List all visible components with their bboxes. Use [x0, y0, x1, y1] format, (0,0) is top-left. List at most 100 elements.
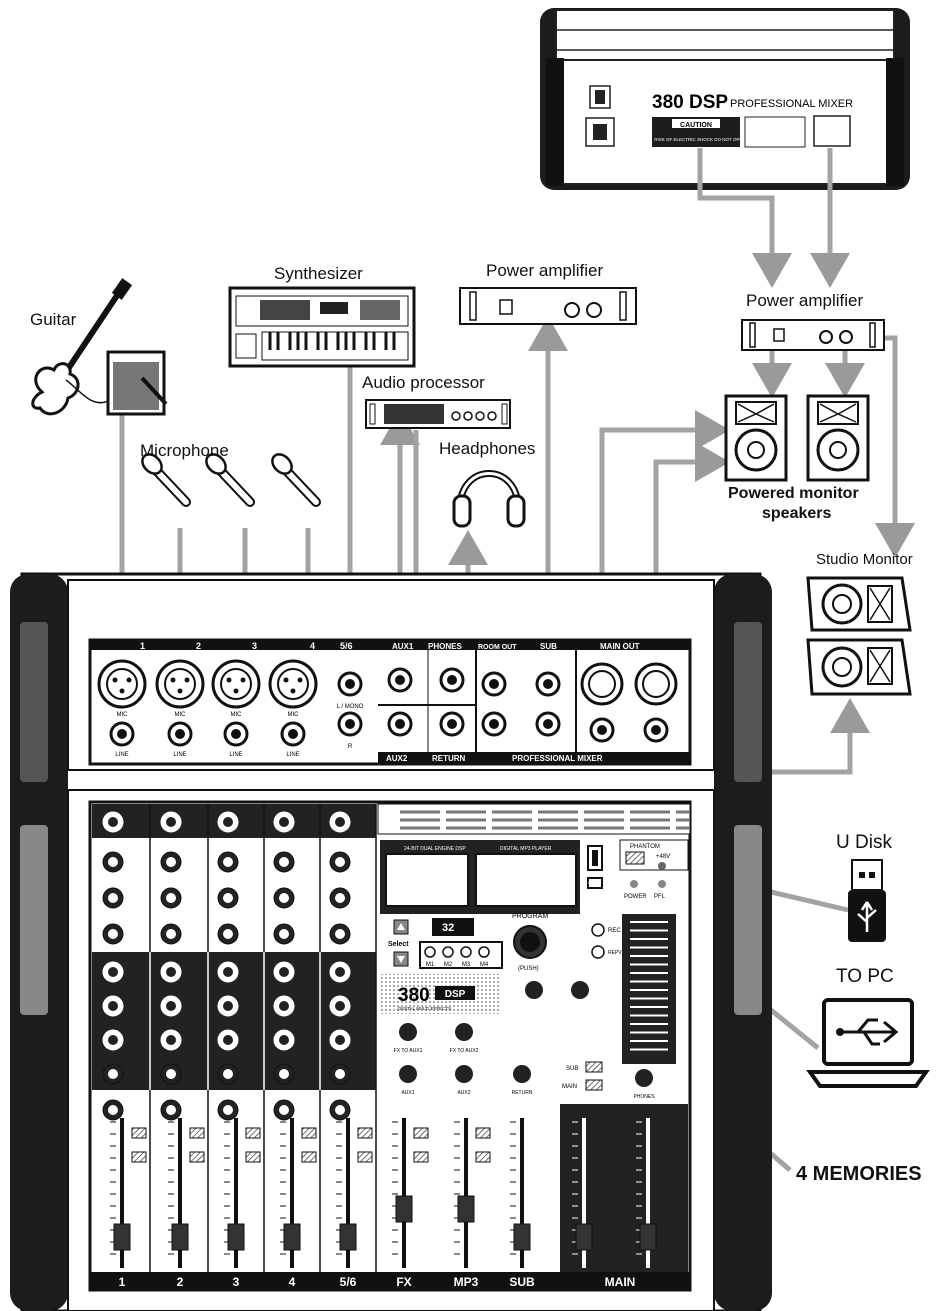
usb-disk-icon: [848, 860, 886, 942]
fader-label: MAIN: [605, 1275, 636, 1289]
powered-monitor-left-icon: [726, 396, 786, 480]
label-to-pc: TO PC: [836, 966, 894, 988]
aux2-master-label: AUX2: [457, 1090, 470, 1096]
fader-knob[interactable]: [284, 1224, 300, 1250]
input-number-2: 2: [196, 641, 201, 651]
phantom-48v-label: +48V: [656, 854, 670, 860]
output-label-main-out: MAIN OUT: [600, 642, 640, 651]
label-powered-monitor-line2: speakers: [762, 505, 831, 523]
memory-label-m3: M3: [462, 962, 471, 968]
label-4-memories: 4 MEMORIES: [796, 1163, 922, 1186]
power-amplifier-right-icon: [742, 320, 884, 350]
output-label-phones: PHONES: [428, 642, 462, 651]
usb-label: USB: [588, 880, 597, 885]
output-label-return: RETURN: [432, 754, 466, 763]
laptop-icon: [810, 1000, 926, 1086]
fader-knob[interactable]: [340, 1224, 356, 1250]
power-label: POWER: [624, 894, 647, 900]
fader-knob[interactable]: [114, 1224, 130, 1250]
label-power-amplifier-top: Power amplifier: [486, 261, 603, 281]
dsp-brand-subtitle: DIGITAL MULTI EFFECTS: [398, 1006, 451, 1011]
powered-monitor-right-icon: [808, 396, 868, 480]
fader-label: 2: [177, 1275, 184, 1289]
label-studio-monitor: Studio Monitor: [816, 551, 913, 568]
fader-label: 5/6: [340, 1275, 357, 1289]
input-number-3: 3: [252, 641, 257, 651]
output-label-room-out: ROOM OUT: [478, 644, 517, 651]
main-switch-label: MAIN: [562, 1084, 577, 1090]
rear-caution-sub: RISK OF ELECTRIC SHOCK DO NOT OPEN: [654, 137, 745, 142]
phantom-label: PHANTOM: [630, 844, 660, 850]
fader-knob[interactable]: [640, 1224, 656, 1250]
line-label-3: LINE: [229, 752, 242, 758]
dsp-brand-number: 380: [398, 985, 430, 1006]
dsp-brand-suffix: DSP: [445, 989, 466, 1000]
label-microphone: Microphone: [140, 441, 229, 461]
output-label-aux2: AUX2: [386, 754, 408, 763]
guitar-amp-icon: [108, 352, 166, 414]
jack-panel-brand: PROFESSIONAL MIXER: [512, 754, 603, 763]
input-number-1: 1: [140, 641, 145, 651]
return-master-label: RETURN: [512, 1090, 533, 1096]
fx-to-aux1-label: FX TO AUX1: [394, 1048, 423, 1054]
studio-monitor-top-icon: [808, 578, 910, 630]
output-label-sub: SUB: [540, 642, 557, 651]
mp3-title: DIGITAL MP3 PLAYER: [500, 846, 552, 852]
fader-knob[interactable]: [228, 1224, 244, 1250]
power-amplifier-top-icon: [460, 288, 636, 324]
fader-knob[interactable]: [172, 1224, 188, 1250]
label-headphones: Headphones: [439, 439, 535, 459]
fader-knob[interactable]: [576, 1224, 592, 1250]
mic-label-3: MIC: [231, 712, 243, 718]
label-guitar: Guitar: [30, 310, 76, 330]
label-audio-processor: Audio processor: [362, 373, 485, 393]
memory-label-m2: M2: [444, 962, 453, 968]
program-label: PROGRAM: [512, 913, 548, 920]
rear-panel: 380 DSP PROFESSIONAL MIXER CAUTION RISK …: [540, 8, 910, 190]
fader-label: FX: [396, 1275, 411, 1289]
rear-model-text: 380 DSP: [652, 92, 728, 113]
fader-knob[interactable]: [458, 1196, 474, 1222]
fader-label: SUB: [509, 1275, 535, 1289]
output-label-aux1: AUX1: [392, 642, 414, 651]
fx-to-aux2-label: FX TO AUX2: [450, 1048, 479, 1054]
microphone-icon-3: [269, 451, 316, 502]
label-synthesizer: Synthesizer: [274, 264, 363, 284]
input-number-4: 4: [310, 641, 315, 651]
mic-label-1: MIC: [117, 712, 129, 718]
cable-amp-studio: [882, 338, 895, 548]
input-number-5-6: 5/6: [340, 641, 353, 651]
label-power-amplifier-right: Power amplifier: [746, 291, 863, 311]
phones-master-label: PHONES: [633, 1094, 655, 1100]
headphones-icon: [454, 474, 524, 527]
fader-label: 1: [119, 1275, 126, 1289]
memory-label-m4: M4: [480, 962, 489, 968]
select-label: Select: [388, 941, 409, 948]
label-u-disk: U Disk: [836, 832, 892, 854]
rec-label: REC: [608, 928, 621, 934]
aux1-master-label: AUX1: [401, 1090, 414, 1096]
mixer: 1 MIC LINE 2 MIC LINE 3 MIC: [10, 574, 772, 1311]
line-label-1: LINE: [115, 752, 128, 758]
fader-label: 4: [289, 1275, 296, 1289]
r-label: R: [348, 744, 353, 750]
synthesizer-icon: [230, 288, 414, 366]
mic-label-4: MIC: [288, 712, 300, 718]
push-label: (PUSH): [518, 966, 539, 972]
line-label-2: LINE: [173, 752, 186, 758]
mic-label-2: MIC: [175, 712, 187, 718]
pfl-label: PFL: [654, 894, 666, 900]
dsp-title: 24-BIT DUAL ENGINE DSP: [404, 846, 466, 852]
l-mono-label: L / MONO: [337, 704, 364, 710]
rear-subtitle-text: PROFESSIONAL MIXER: [730, 98, 853, 110]
memory-display: 32: [442, 922, 454, 934]
label-powered-monitor-line1: Powered monitor: [728, 485, 859, 503]
audio-processor-icon: [366, 400, 510, 428]
sub-switch-label: SUB: [566, 1066, 578, 1072]
fader-knob[interactable]: [514, 1224, 530, 1250]
fader-label: 3: [233, 1275, 240, 1289]
rear-caution-text: CAUTION: [680, 122, 712, 129]
studio-monitor-bottom-icon: [808, 640, 910, 694]
fader-knob[interactable]: [396, 1196, 412, 1222]
